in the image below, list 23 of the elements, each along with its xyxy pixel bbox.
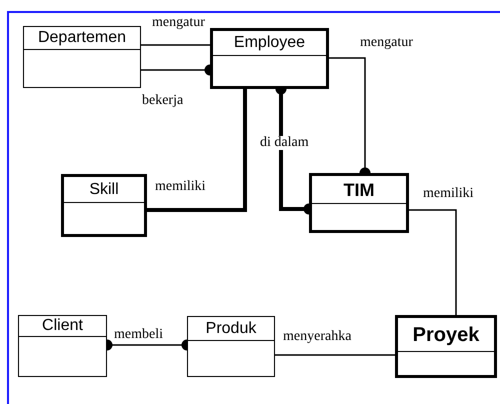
edge-label: di dalam bbox=[260, 136, 309, 150]
entity-name: TIM bbox=[344, 180, 374, 198]
entity-name: Departemen bbox=[38, 30, 126, 46]
edge-label: mengatur bbox=[360, 36, 413, 50]
connector-line bbox=[409, 209, 457, 315]
connector-line bbox=[141, 44, 210, 46]
connector-line bbox=[147, 89, 247, 212]
entity-name: Client bbox=[42, 318, 83, 334]
edge-label: bekerja bbox=[142, 94, 184, 108]
entity-name: Skill bbox=[89, 182, 119, 198]
entity-box bbox=[395, 315, 497, 378]
entity-box bbox=[210, 28, 329, 89]
connector-line bbox=[275, 354, 395, 356]
edge-label: menyerahka bbox=[283, 330, 352, 344]
entity-name: Employee bbox=[234, 35, 306, 51]
entity-box bbox=[309, 173, 409, 233]
entity-box bbox=[18, 315, 107, 377]
edge-label: mengatur bbox=[152, 16, 205, 30]
entity-box bbox=[61, 174, 147, 237]
entity-box bbox=[187, 316, 275, 377]
entity-box bbox=[23, 26, 141, 88]
entity-name: Proyek bbox=[412, 324, 480, 344]
entity-name: Produk bbox=[206, 320, 256, 336]
